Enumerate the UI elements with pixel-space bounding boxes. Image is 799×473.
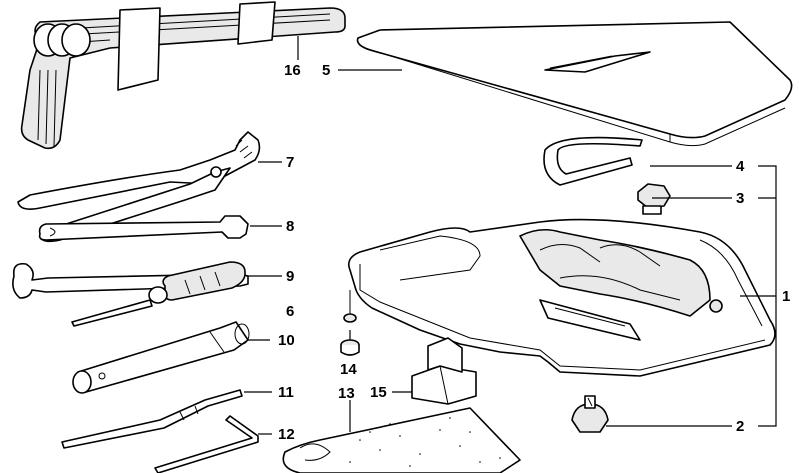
part-13-cloth xyxy=(282,407,521,473)
callout-4: 4 xyxy=(736,158,745,175)
part-4-strap-clip xyxy=(543,136,643,186)
part-12-hex-key xyxy=(154,415,259,473)
callout-2: 2 xyxy=(736,418,745,435)
callout-15: 15 xyxy=(370,384,387,401)
callout-3: 3 xyxy=(736,190,745,207)
part-8-wrench-a xyxy=(38,215,249,241)
part-11-handle xyxy=(61,389,243,449)
callout-13: 13 xyxy=(338,385,355,402)
callout-6: 6 xyxy=(286,303,295,320)
part-15-holder xyxy=(411,337,477,405)
callout-14: 14 xyxy=(340,361,357,378)
part-10-box-spanner xyxy=(72,321,250,394)
callout-12: 12 xyxy=(278,426,295,443)
leader-lines xyxy=(244,36,777,435)
callout-1: 1 xyxy=(782,288,791,305)
part-14-sleeve xyxy=(340,339,360,356)
part-9-screwdriver xyxy=(71,261,246,327)
part-6-wrench-b xyxy=(12,262,249,299)
callout-11: 11 xyxy=(278,384,294,401)
callout-10: 10 xyxy=(278,332,295,349)
callout-9: 9 xyxy=(286,268,295,285)
callout-16: 16 xyxy=(284,62,301,79)
callout-7: 7 xyxy=(286,154,295,171)
part-2-wing-bolt xyxy=(571,395,609,433)
part-3-nut xyxy=(637,183,671,215)
part-5-cover-panel xyxy=(356,21,793,147)
tray-screw xyxy=(343,290,357,323)
part-16-tool-bag xyxy=(20,1,346,150)
callout-8: 8 xyxy=(286,218,295,235)
part-1-tool-tray xyxy=(347,218,776,377)
callout-5: 5 xyxy=(322,62,331,79)
